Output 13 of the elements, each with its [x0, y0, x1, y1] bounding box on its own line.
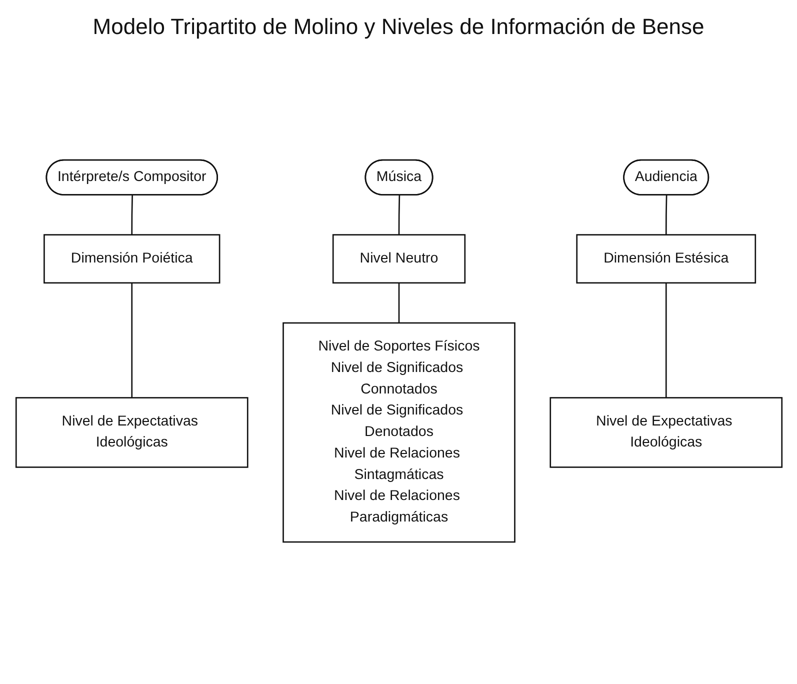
connector	[130, 195, 132, 235]
node-box: Nivel de Expectativas Ideológicas	[14, 397, 248, 468]
diagram-title: Modelo Tripartito de Molino y Niveles de Información de Bense	[92, 14, 706, 40]
connector	[398, 195, 400, 235]
node-box: Dimensión Poiética	[43, 234, 220, 284]
node-box: Dimensión Estésica	[576, 234, 756, 284]
connector	[130, 282, 132, 398]
node-box: Nivel Neutro	[332, 234, 466, 284]
node-box: Nivel de Soportes Físicos Nivel de Significados Connotados Nivel de Significados Denotados Nivel de Relaciones Sintagmáticas Nivel de Relaciones Paradigmáticas	[282, 322, 515, 543]
connector	[398, 282, 400, 323]
node-box: Nivel de Expectativas Ideológicas	[549, 397, 782, 468]
connector	[664, 195, 667, 235]
connector	[664, 282, 666, 398]
